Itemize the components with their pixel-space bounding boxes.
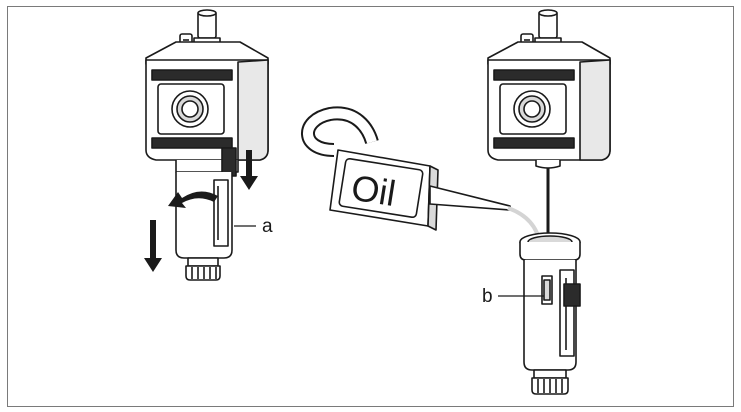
callout-b: b	[482, 286, 493, 307]
oil-can	[301, 106, 511, 231]
figure-frame	[7, 6, 734, 407]
rotate-arrow-icon	[168, 191, 218, 208]
arrows-left	[144, 150, 258, 272]
oil-can-nozzle	[429, 185, 511, 211]
arrow-down-icon	[144, 220, 162, 272]
lubricator-left	[145, 9, 269, 281]
bowl-right	[519, 232, 581, 395]
arrow-down-icon	[240, 150, 258, 190]
callout-a: a	[262, 216, 273, 237]
oil-label: Oil	[349, 167, 399, 214]
lubricator-right	[487, 9, 611, 250]
